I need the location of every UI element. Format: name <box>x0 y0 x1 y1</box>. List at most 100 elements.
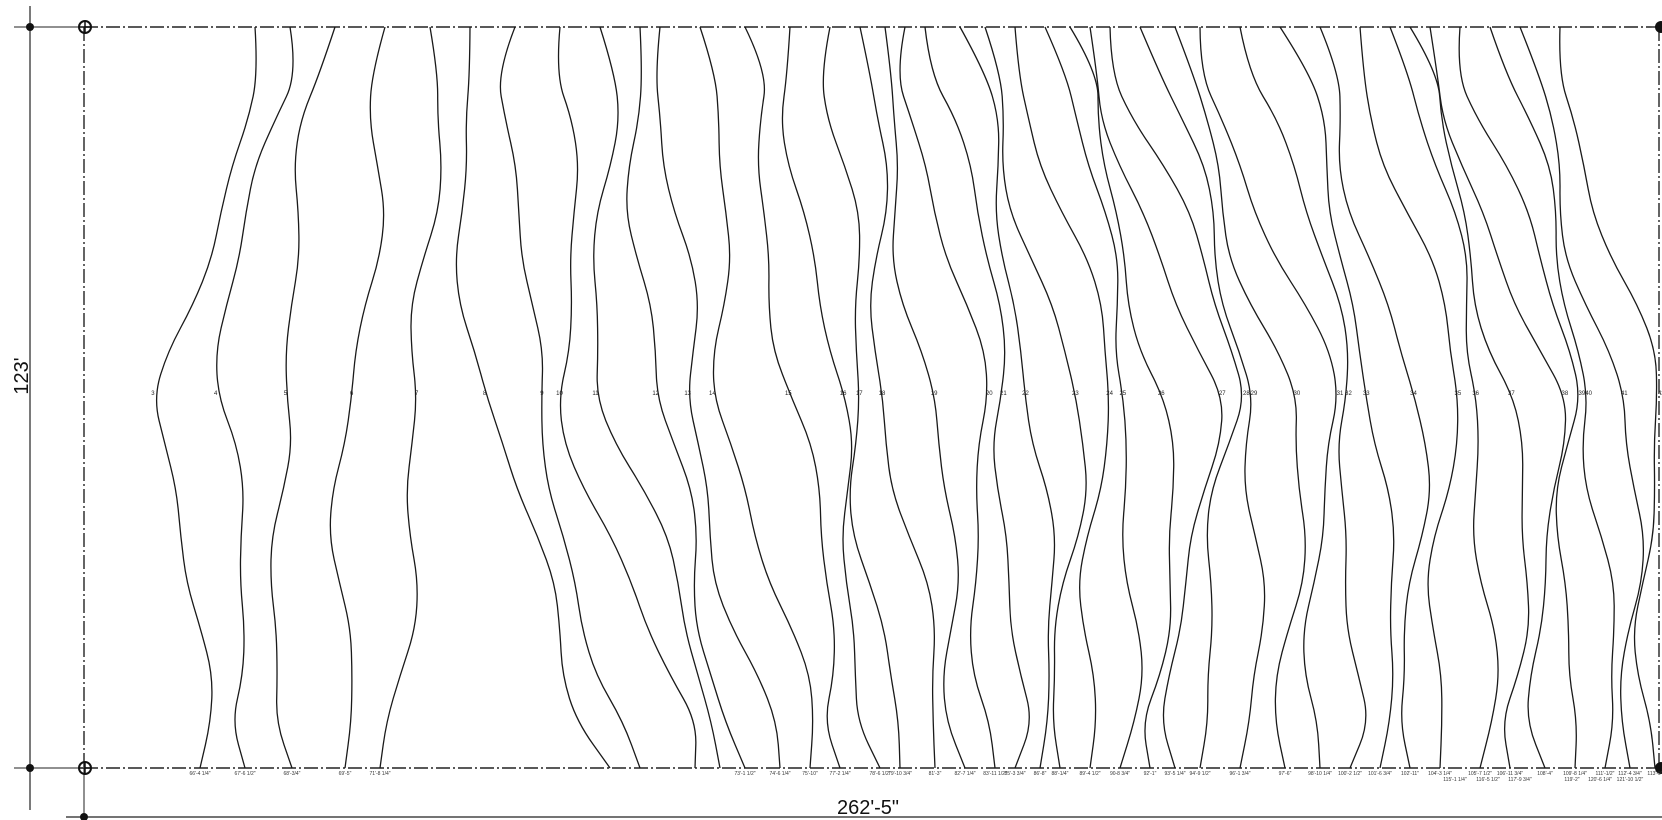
contour-elevation-labels: 66'-4 1/4"67'-6 1/2"68'-3/4"69'-5"71'-8 … <box>189 771 1662 783</box>
contour-elevation-label: 81'-3" <box>929 771 942 777</box>
contour-line-15 <box>744 26 841 769</box>
contour-elevation-label: 92'-1" <box>1144 771 1157 777</box>
contour-number-label: 5 <box>284 391 288 397</box>
contour-lines <box>156 26 1658 769</box>
survey-marker-bottom-right <box>1655 762 1662 774</box>
contour-line-10 <box>557 26 697 769</box>
contour-elevation-label: 83'-11 1/2" <box>983 771 1007 777</box>
contour-elevation-label: 66'-4 1/4" <box>189 771 210 777</box>
contour-number-label: 19 <box>931 391 938 397</box>
contour-number-label: 11 <box>592 391 599 397</box>
contour-line-19 <box>884 26 966 769</box>
contour-elevation-label: 104'-3 1/4" <box>1428 771 1452 777</box>
contour-elevation-label: 67'-6 1/2" <box>234 771 255 777</box>
contour-line-6 <box>329 26 386 769</box>
contour-number-label: 25 <box>1119 391 1126 397</box>
contour-line-3 <box>156 26 257 769</box>
contour-number-label: 38 <box>1562 391 1569 397</box>
contour-elevation-label: 121'-10 1/2" <box>1617 777 1644 783</box>
contour-number-label: 8 <box>483 391 487 397</box>
contour-number-label: 41 <box>1621 391 1628 397</box>
contour-number-label: 32 <box>1345 391 1352 397</box>
contour-line-8 <box>455 26 611 769</box>
width-dimension-label: 262'-5" <box>837 797 899 819</box>
contour-line-31 <box>1199 26 1337 769</box>
contour-number-label: 26 <box>1158 391 1165 397</box>
contour-elevation-label: 117'-9 3/4" <box>1508 777 1532 783</box>
height-dimension-label: 123' <box>11 357 33 394</box>
contour-line-30 <box>1174 26 1306 769</box>
contour-elevation-label: 97'-6" <box>1279 771 1292 777</box>
contour-line-14 <box>699 26 814 769</box>
contour-elevation-label: 96'-1 3/4" <box>1229 771 1250 777</box>
contour-line-32 <box>1239 26 1367 769</box>
contour-number-label: 42 <box>1658 391 1662 397</box>
contour-elevation-label: 105'-7 1/2" <box>1468 771 1492 777</box>
contour-line-7 <box>379 26 442 769</box>
contour-line-42 <box>1559 26 1658 769</box>
contour-number-label: 3 <box>151 391 155 397</box>
contour-number-label: 12 <box>652 391 659 397</box>
contour-elevation-label: 82'-7 1/4" <box>954 771 975 777</box>
contour-line-24 <box>1014 26 1110 769</box>
contour-elevation-label: 106'-11 3/4" <box>1497 771 1523 777</box>
contour-elevation-label: 112'-4 3/4" <box>1618 771 1642 777</box>
contour-number-label: 16 <box>840 391 847 397</box>
contour-number-label: 30 <box>1294 391 1301 397</box>
height-dimension-tick-bottom <box>26 764 34 772</box>
survey-marker-top-left <box>78 20 92 34</box>
contour-line-18 <box>859 26 936 769</box>
contour-elevation-label: 77'-2 1/4" <box>829 771 850 777</box>
contour-elevation-label: 111'-1/2" <box>1596 771 1615 777</box>
contour-line-34 <box>1319 26 1431 769</box>
contour-number-label: 14 <box>709 391 716 397</box>
contour-elevation-label: 109'-8 1/4" <box>1563 771 1587 777</box>
contour-line-23 <box>984 26 1087 769</box>
contour-elevation-label: 102'-11" <box>1401 771 1419 777</box>
contour-line-39 <box>1458 26 1579 769</box>
contour-elevation-label: 78'-6 1/2" <box>869 771 890 777</box>
contour-line-33 <box>1279 26 1395 769</box>
contour-line-26 <box>1069 26 1175 769</box>
contour-number-label: 17 <box>856 391 863 397</box>
contour-elevation-label: 73'-1 1/2" <box>734 771 755 777</box>
contour-number-label: 35 <box>1455 391 1462 397</box>
contour-number-label: 9 <box>540 391 544 397</box>
contour-number-label: 39 <box>1579 391 1586 397</box>
contour-number-label: 18 <box>879 391 886 397</box>
contour-line-27 <box>1089 26 1223 769</box>
contour-line-16 <box>781 26 881 769</box>
contour-elevation-label: 68'-3/4" <box>284 771 301 777</box>
property-boundary <box>83 26 1662 769</box>
contour-line-35 <box>1359 26 1459 769</box>
contour-line-40 <box>1489 26 1615 769</box>
contour-line-12 <box>626 26 746 769</box>
contour-line-37 <box>1409 26 1530 769</box>
contour-number-label: 40 <box>1585 391 1592 397</box>
contour-elevation-label: 101'-6 3/4" <box>1368 771 1392 777</box>
contour-elevation-label: 116'-5 1/2" <box>1476 777 1500 783</box>
contour-elevation-label: 86'-8" <box>1034 771 1047 777</box>
contour-line-38 <box>1429 26 1567 769</box>
contour-line-4 <box>216 26 294 769</box>
contour-elevation-label: 89'-4 1/2" <box>1079 771 1100 777</box>
contour-number-label: 34 <box>1410 391 1417 397</box>
contour-number-label: 21 <box>1000 391 1007 397</box>
contour-elevation-label: 90-8 3/4" <box>1110 771 1130 777</box>
contour-elevation-label: 113'-9" <box>1647 771 1662 777</box>
contour-number-label: 13 <box>684 391 691 397</box>
contour-line-21 <box>924 26 1030 769</box>
width-dimension-tick-left <box>80 813 88 820</box>
contour-number-label: 29 <box>1251 391 1258 397</box>
contour-line-25 <box>1044 26 1143 769</box>
contour-number-label: 4 <box>214 391 218 397</box>
contour-number-label: 37 <box>1508 391 1515 397</box>
contour-elevation-label: 100'-2 1/2" <box>1338 771 1362 777</box>
contour-number-label: 33 <box>1363 391 1370 397</box>
contour-elevation-label: 108'-4" <box>1537 771 1553 777</box>
contour-number-label: 36 <box>1472 391 1479 397</box>
contour-line-11 <box>593 26 721 769</box>
contour-line-5 <box>270 26 336 769</box>
